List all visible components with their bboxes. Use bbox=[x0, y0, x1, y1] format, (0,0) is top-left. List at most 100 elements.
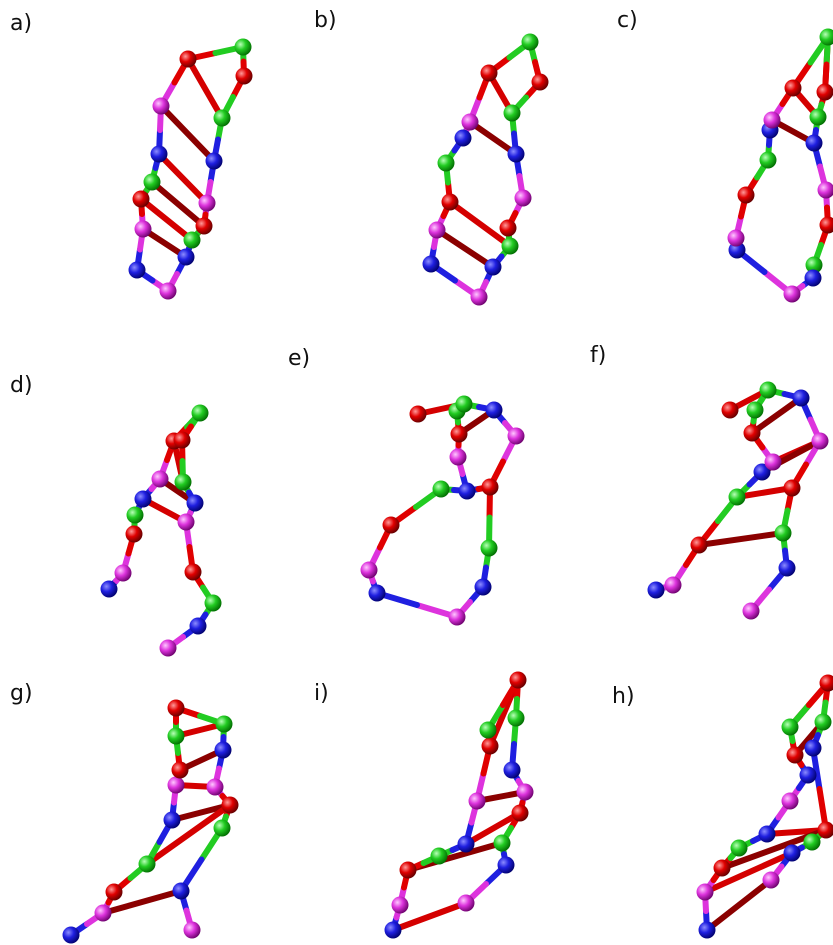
green-atom bbox=[814, 713, 832, 731]
magenta-atom bbox=[449, 448, 467, 466]
red-atom bbox=[132, 190, 150, 208]
blue-atom bbox=[753, 463, 771, 481]
magenta-atom bbox=[134, 220, 152, 238]
green-atom bbox=[204, 594, 222, 612]
blue-atom bbox=[205, 152, 223, 170]
blue-atom bbox=[189, 617, 207, 635]
backbone-bond bbox=[388, 486, 444, 528]
green-atom bbox=[501, 237, 519, 255]
magenta-atom bbox=[516, 783, 534, 801]
red-atom bbox=[382, 516, 400, 534]
crosslink-bond bbox=[447, 199, 513, 249]
green-atom bbox=[213, 109, 231, 127]
blue-atom bbox=[778, 559, 796, 577]
blue-atom bbox=[497, 856, 515, 874]
green-atom bbox=[479, 721, 497, 739]
crosslink-bond bbox=[434, 227, 496, 270]
green-atom bbox=[759, 381, 777, 399]
panel-label-b: b) bbox=[314, 8, 337, 33]
blue-atom bbox=[368, 584, 386, 602]
red-atom bbox=[125, 525, 143, 543]
red-atom bbox=[690, 536, 708, 554]
blue-atom bbox=[186, 494, 204, 512]
green-atom bbox=[521, 33, 539, 51]
green-atom bbox=[819, 28, 833, 46]
molecule-d bbox=[100, 404, 222, 657]
panel-label-h: h) bbox=[612, 684, 635, 709]
backbone-bond bbox=[734, 247, 795, 297]
backbone-bond bbox=[374, 590, 460, 620]
molecule-f bbox=[647, 381, 829, 620]
blue-atom bbox=[128, 261, 146, 279]
red-atom bbox=[105, 883, 123, 901]
blue-atom bbox=[698, 921, 716, 939]
crosslink-bond bbox=[140, 226, 189, 260]
green-atom bbox=[437, 154, 455, 172]
magenta-atom bbox=[514, 189, 532, 207]
red-atom bbox=[816, 83, 833, 101]
green-atom bbox=[746, 401, 764, 419]
red-atom bbox=[817, 821, 833, 839]
red-atom bbox=[721, 401, 739, 419]
magenta-atom bbox=[177, 513, 195, 531]
green-atom bbox=[138, 855, 156, 873]
magenta-atom bbox=[461, 113, 479, 131]
red-atom bbox=[409, 405, 427, 423]
crosslink-bond bbox=[463, 810, 523, 847]
magenta-atom bbox=[159, 639, 177, 657]
blue-atom bbox=[804, 739, 822, 757]
magenta-atom bbox=[183, 921, 201, 939]
red-atom bbox=[713, 859, 731, 877]
red-atom bbox=[450, 425, 468, 443]
backbone-bond bbox=[428, 261, 482, 300]
crosslink-bond bbox=[138, 196, 195, 243]
red-atom bbox=[235, 67, 253, 85]
green-atom bbox=[759, 151, 777, 169]
panel-label-f: f) bbox=[590, 343, 606, 368]
green-atom bbox=[213, 819, 231, 837]
red-atom bbox=[499, 219, 517, 237]
red-atom bbox=[480, 64, 498, 82]
green-atom bbox=[803, 833, 821, 851]
magenta-atom bbox=[198, 194, 216, 212]
blue-atom bbox=[485, 401, 503, 419]
green-atom bbox=[167, 727, 185, 745]
green-atom bbox=[507, 709, 525, 727]
green-atom bbox=[455, 395, 473, 413]
red-atom bbox=[399, 861, 417, 879]
blue-atom bbox=[503, 761, 521, 779]
crosslink-bond bbox=[158, 103, 217, 164]
magenta-atom bbox=[742, 602, 760, 620]
blue-atom bbox=[100, 580, 118, 598]
crosslink-bond bbox=[704, 877, 774, 933]
green-atom bbox=[730, 839, 748, 857]
magenta-atom bbox=[727, 229, 745, 247]
magenta-atom bbox=[762, 871, 780, 889]
magenta-atom bbox=[152, 97, 170, 115]
magenta-atom bbox=[159, 282, 177, 300]
red-atom bbox=[737, 186, 755, 204]
green-atom bbox=[805, 256, 823, 274]
magenta-atom bbox=[696, 883, 714, 901]
green-atom bbox=[503, 104, 521, 122]
crosslink-bond bbox=[702, 850, 795, 895]
backbone-bond bbox=[486, 484, 493, 551]
crosslink-bond bbox=[185, 56, 225, 121]
blue-atom bbox=[783, 844, 801, 862]
magenta-atom bbox=[94, 904, 112, 922]
green-atom bbox=[480, 539, 498, 557]
red-atom bbox=[511, 804, 529, 822]
green-atom bbox=[143, 173, 161, 191]
molecule-structures bbox=[62, 28, 833, 944]
crosslink-bond bbox=[169, 802, 233, 823]
blue-atom bbox=[457, 835, 475, 853]
crosslink-bond bbox=[156, 151, 210, 206]
crosslink-bond bbox=[144, 802, 233, 867]
green-atom bbox=[781, 718, 799, 736]
panel-label-c: c) bbox=[617, 8, 638, 33]
magenta-atom bbox=[457, 894, 475, 912]
magenta-atom bbox=[167, 776, 185, 794]
magenta-atom bbox=[468, 792, 486, 810]
blue-atom bbox=[799, 766, 817, 784]
